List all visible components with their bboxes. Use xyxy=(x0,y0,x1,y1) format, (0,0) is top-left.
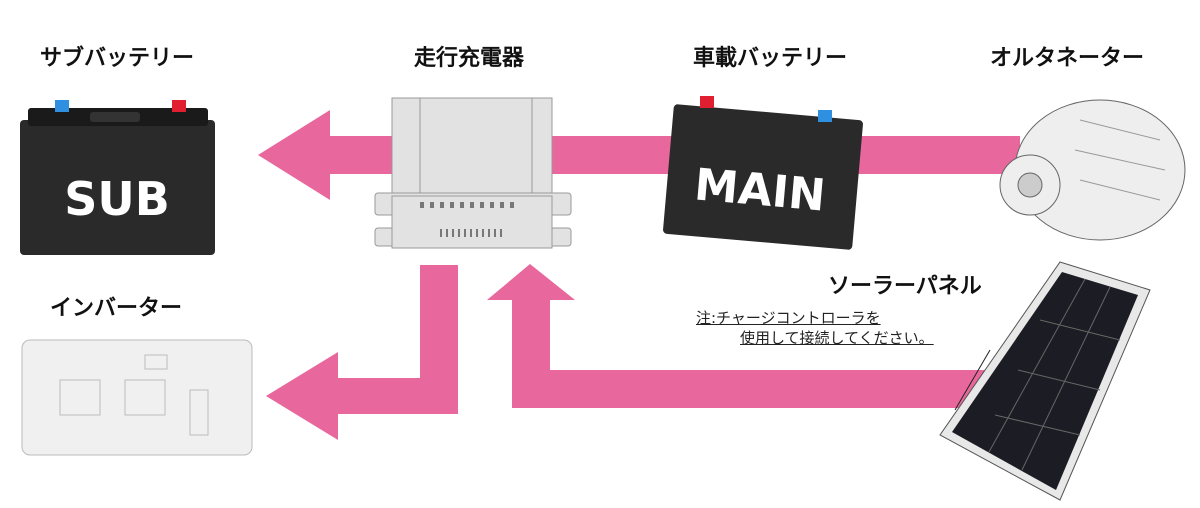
sub-battery: SUB xyxy=(20,100,215,255)
svg-text:SUB: SUB xyxy=(64,172,170,226)
solar-panel xyxy=(939,261,1151,501)
alternator xyxy=(999,99,1186,241)
note-line-1: 注:チャージコントローラを xyxy=(696,309,881,327)
main-battery: MAIN xyxy=(663,96,863,250)
note-line-2: 使用して接続してください。 xyxy=(740,329,934,347)
label-charger: 走行充電器 xyxy=(414,46,525,71)
charger xyxy=(374,97,572,249)
inverter xyxy=(21,339,253,456)
label-main-battery: 車載バッテリー xyxy=(693,46,848,71)
arrow-to-inverter xyxy=(266,265,458,440)
label-inverter: インバーター xyxy=(50,296,183,321)
arrow-from-solar xyxy=(487,264,990,408)
arrow-to-sub xyxy=(258,110,1020,200)
label-sub-battery: サブバッテリー xyxy=(40,46,195,71)
label-alternator: オルタネーター xyxy=(990,46,1145,71)
svg-text:MAIN: MAIN xyxy=(692,159,827,221)
label-solar-panel: ソーラーパネル xyxy=(828,274,982,299)
